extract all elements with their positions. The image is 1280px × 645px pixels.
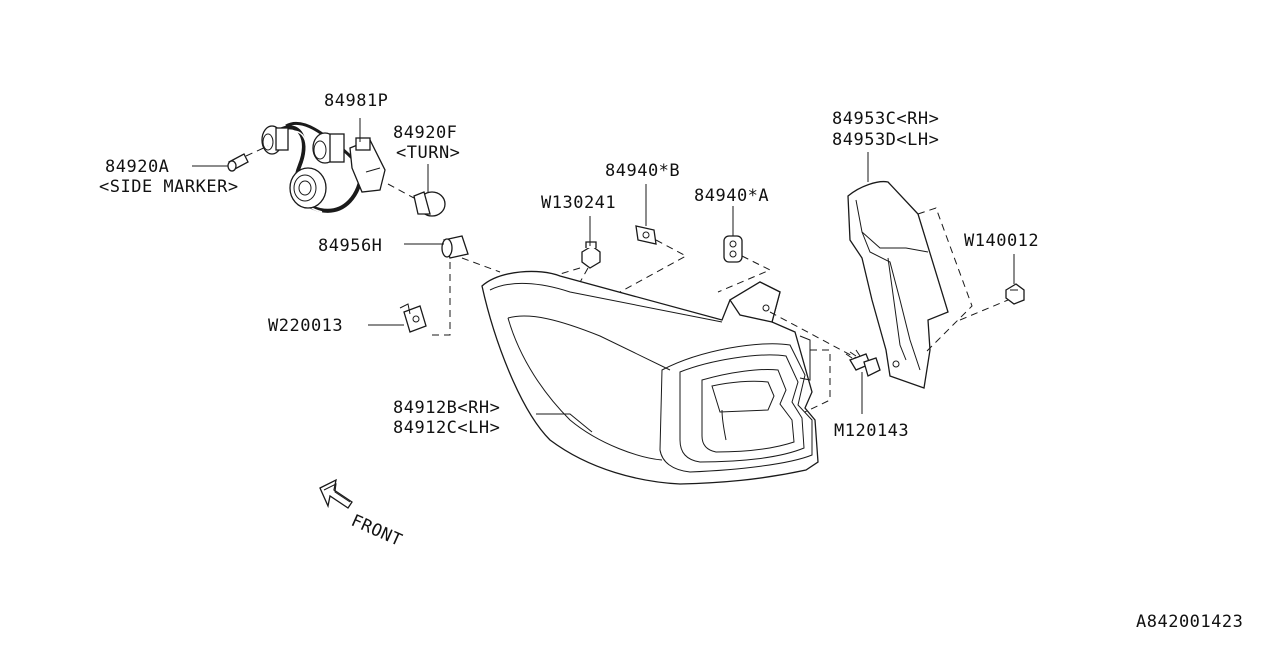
cover-84953	[847, 180, 1009, 389]
wire-harness	[261, 121, 386, 213]
label-84956h: 84956H	[318, 236, 383, 256]
screw-m120143	[845, 349, 881, 377]
label-w140012: W140012	[964, 231, 1040, 251]
label-84940b: 84940*B	[605, 161, 681, 181]
label-w130241: W130241	[541, 193, 617, 213]
label-84940a: 84940*A	[694, 186, 770, 206]
label-84920f-note: <TURN>	[396, 143, 461, 163]
label-84981p: 84981P	[324, 91, 389, 111]
grommet-84956h	[430, 235, 501, 336]
pad-84940b	[618, 225, 688, 307]
turn-bulb	[387, 183, 446, 217]
leader-lines	[192, 118, 1015, 433]
label-w220013: W220013	[268, 316, 344, 336]
label-84953d: 84953D<LH>	[832, 130, 940, 150]
tail-lamp-body	[481, 270, 861, 485]
clip-w140012	[1005, 283, 1025, 305]
diagram-id: A842001423	[1136, 612, 1244, 632]
label-84920a-note: <SIDE MARKER>	[99, 177, 239, 197]
label-84953c: 84953C<RH>	[832, 109, 940, 129]
label-84920f: 84920F	[393, 123, 458, 143]
label-84912b: 84912B<RH>	[393, 398, 501, 418]
label-84920a: 84920A	[105, 157, 170, 177]
side-marker-bulb	[227, 145, 269, 172]
front-arrow	[319, 478, 353, 509]
label-84912c: 84912C<LH>	[393, 418, 501, 438]
clip-w220013	[399, 303, 427, 333]
label-m120143: M120143	[834, 421, 910, 441]
